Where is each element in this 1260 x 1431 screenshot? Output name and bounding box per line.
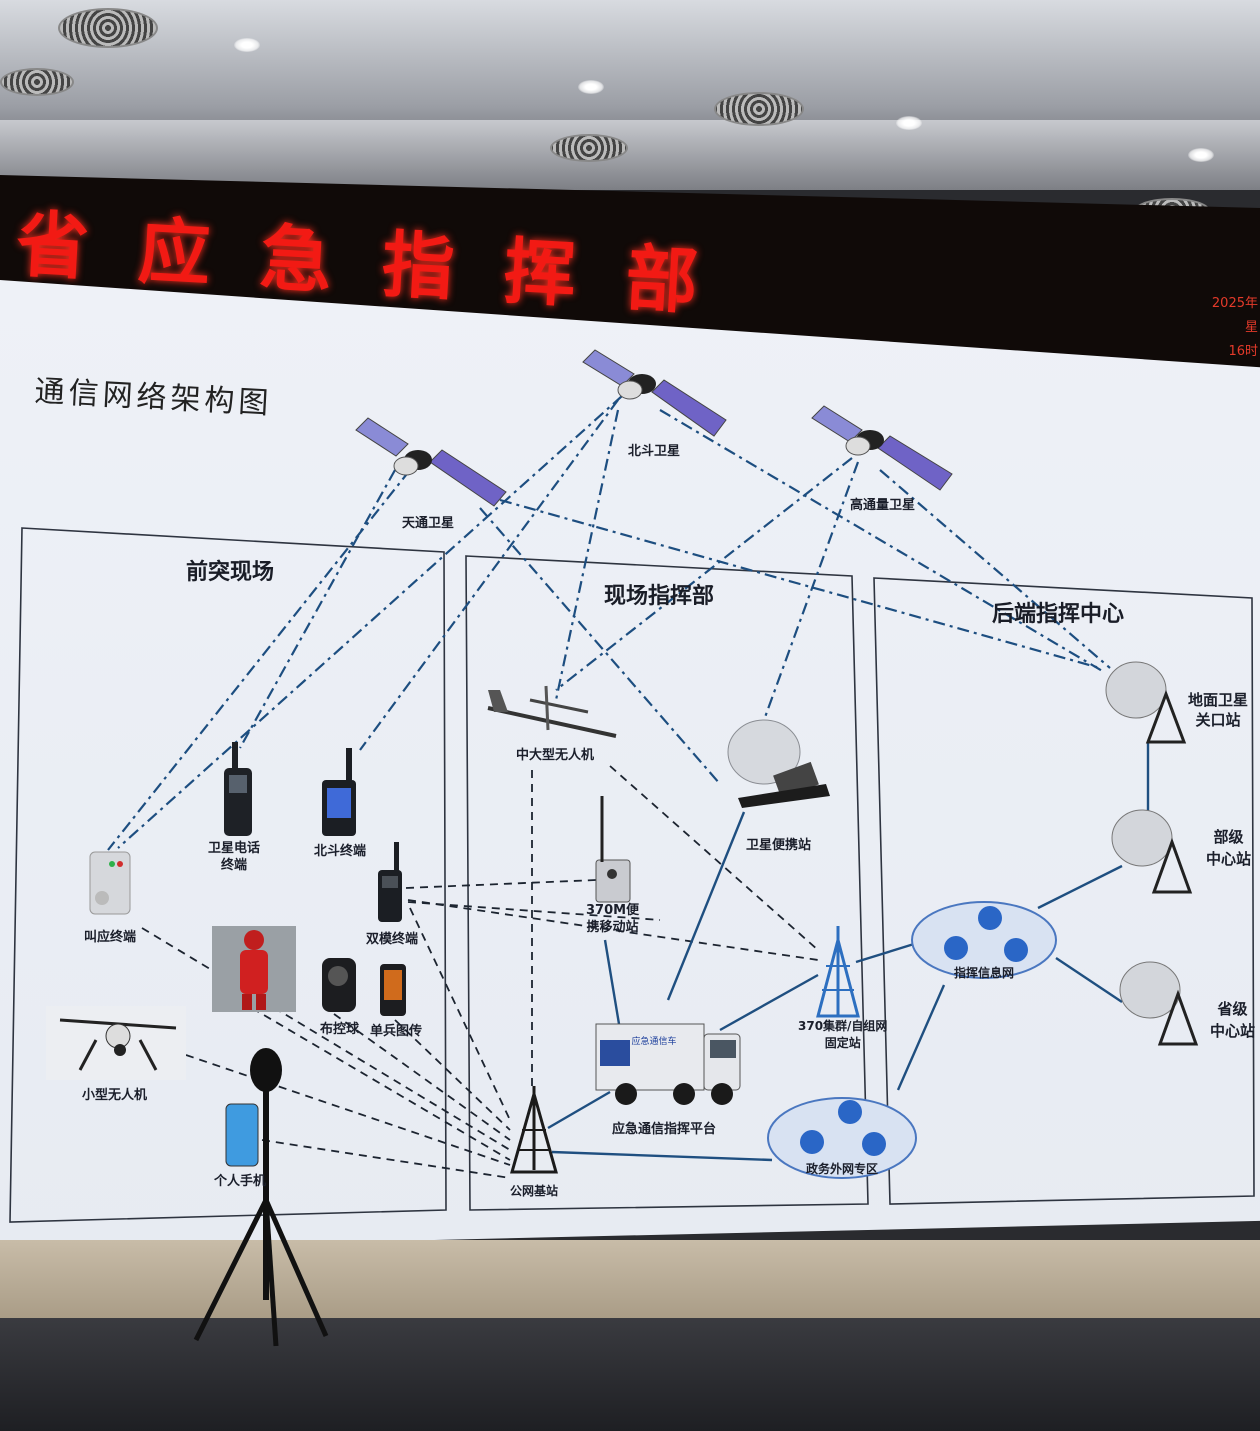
- link-soldier-publicbs: [394, 1019, 511, 1131]
- label-sat-phone: 卫星电话 终端: [208, 841, 261, 873]
- label-beidou: 北斗卫星: [628, 444, 681, 459]
- emergency-vehicle-icon: 应急通信车: [595, 1023, 741, 1105]
- ground-gateway-dish-icon: [1105, 661, 1187, 744]
- link-370m-platform: [603, 939, 622, 1031]
- link-smalldrone-publicbs: [185, 1054, 511, 1166]
- link-beidou-gateway: [659, 409, 1105, 673]
- ceiling-light: [578, 80, 604, 94]
- command-section-box: [465, 555, 869, 1211]
- vehicle-text: 应急通信车: [631, 1035, 676, 1047]
- label-soldier-video: 单兵图传: [370, 1024, 423, 1039]
- link-platform-publicbs: [547, 1090, 611, 1130]
- tripod-camera-icon: [193, 1048, 329, 1347]
- ceiling-vent: [550, 134, 628, 162]
- ceiling-soffit: [0, 120, 1260, 190]
- link-dual-370m: [405, 879, 597, 889]
- label-cluster-station: 370集群/自组网 固定站: [798, 1019, 888, 1050]
- soldier-video-icon: [380, 964, 406, 1016]
- label-beidou-terminal: 北斗终端: [314, 844, 367, 859]
- link-call-publicbs: [141, 927, 511, 1151]
- label-province-center: 省级 中心站: [1210, 1000, 1256, 1040]
- label-tiantong: 天通卫星: [402, 516, 455, 531]
- link-publicbs-gov: [551, 1150, 773, 1162]
- led-weekday: 星: [1244, 320, 1258, 335]
- label-sat-portable: 卫星便携站: [746, 838, 812, 853]
- led-time: 16时: [1228, 344, 1258, 359]
- public-base-station-icon: [510, 1086, 558, 1174]
- link-gov-cmdnet: [896, 984, 946, 1091]
- link-hts-satportable: [762, 461, 860, 721]
- section-command-title: 现场指挥部: [604, 584, 715, 609]
- province-dish-icon: [1119, 961, 1199, 1046]
- label-ground-gateway: 地面卫星 关口站: [1188, 691, 1249, 729]
- gov-network-cloud-icon: [767, 1097, 917, 1179]
- link-tiantong-satportable: [479, 507, 721, 785]
- portable-370m-icon: [595, 796, 631, 903]
- label-platform: 应急通信指挥平台: [612, 1122, 717, 1137]
- satellite-portable-station-icon: [727, 719, 830, 808]
- section-front-title: 前突现场: [186, 560, 275, 585]
- link-beidou-callterm: [117, 395, 623, 849]
- label-small-drone: 小型无人机: [82, 1088, 148, 1103]
- ceiling-light: [1188, 148, 1214, 162]
- link-satportable-platform: [666, 811, 746, 1001]
- link-tiantong-gateway: [499, 498, 1101, 670]
- section-backend-title: 后端指挥中心: [992, 602, 1125, 627]
- link-dual-publicbs: [409, 907, 511, 1121]
- label-deploy-ball: 布控球: [320, 1022, 360, 1037]
- link-cmdnet-ministry: [1037, 864, 1123, 910]
- label-personal-phone: 个人手机: [214, 1174, 267, 1189]
- label-command-net: 指挥信息网: [954, 966, 1015, 980]
- led-sign-datetime: 2025年 星 16时: [1210, 292, 1258, 364]
- label-portable-370m: 370M便 携移动站: [586, 903, 640, 935]
- beidou-satellite-icon: [582, 349, 727, 437]
- ceiling-vent: [714, 92, 804, 126]
- link-platform-cluster: [719, 973, 819, 1032]
- front-section-box: [9, 527, 447, 1223]
- high-throughput-satellite-icon: [811, 405, 953, 491]
- floor: [0, 1318, 1260, 1431]
- link-cmdnet-province: [1055, 957, 1123, 1003]
- backend-section-box: [873, 577, 1255, 1205]
- link-drone-cluster: [609, 765, 819, 951]
- deploy-ball-camera-icon: [322, 958, 356, 1012]
- cluster-fixed-station-icon: [816, 926, 860, 1018]
- label-gov-network: 政务外网专区: [806, 1162, 879, 1176]
- link-cluster-cmdnet: [855, 942, 915, 964]
- ceiling-light: [896, 116, 922, 130]
- link-tiantong-callterm: [107, 469, 411, 851]
- call-terminal-icon: [89, 851, 131, 915]
- label-dual-mode: 双模终端: [366, 932, 419, 947]
- personal-phone-icon: [225, 1103, 259, 1167]
- rescuer-photo-icon: [212, 926, 296, 1012]
- sat-phone-icon: [224, 742, 252, 836]
- link-beidou-beidouterm: [359, 399, 619, 751]
- ceiling-light: [234, 38, 260, 52]
- small-drone-icon: [46, 1006, 186, 1080]
- led-date: 2025年: [1211, 296, 1258, 311]
- label-ministry-center: 部级 中心站: [1206, 828, 1252, 868]
- command-net-cloud-icon: [911, 901, 1057, 979]
- link-dual-satportable: [407, 901, 661, 921]
- link-hts-gateway: [879, 469, 1111, 669]
- link-tiantong-satphone: [239, 469, 396, 749]
- label-public-bs: 公网基站: [510, 1184, 559, 1198]
- beidou-terminal-icon: [322, 748, 356, 836]
- label-call-terminal: 叫应终端: [84, 930, 137, 945]
- tiantong-satellite-icon: [355, 417, 507, 507]
- dual-mode-terminal-icon: [378, 842, 402, 922]
- ceiling-vent: [58, 8, 158, 48]
- label-large-drone: 中大型无人机: [516, 748, 595, 763]
- link-beidou-drone: [554, 409, 620, 701]
- ministry-dish-icon: [1111, 809, 1193, 894]
- link-phone-publicbs: [261, 1139, 511, 1179]
- ceiling-vent: [0, 68, 74, 96]
- link-person-publicbs: [251, 1007, 511, 1161]
- large-drone-icon: [487, 685, 617, 738]
- label-high-throughput: 高通量卫星: [850, 498, 916, 513]
